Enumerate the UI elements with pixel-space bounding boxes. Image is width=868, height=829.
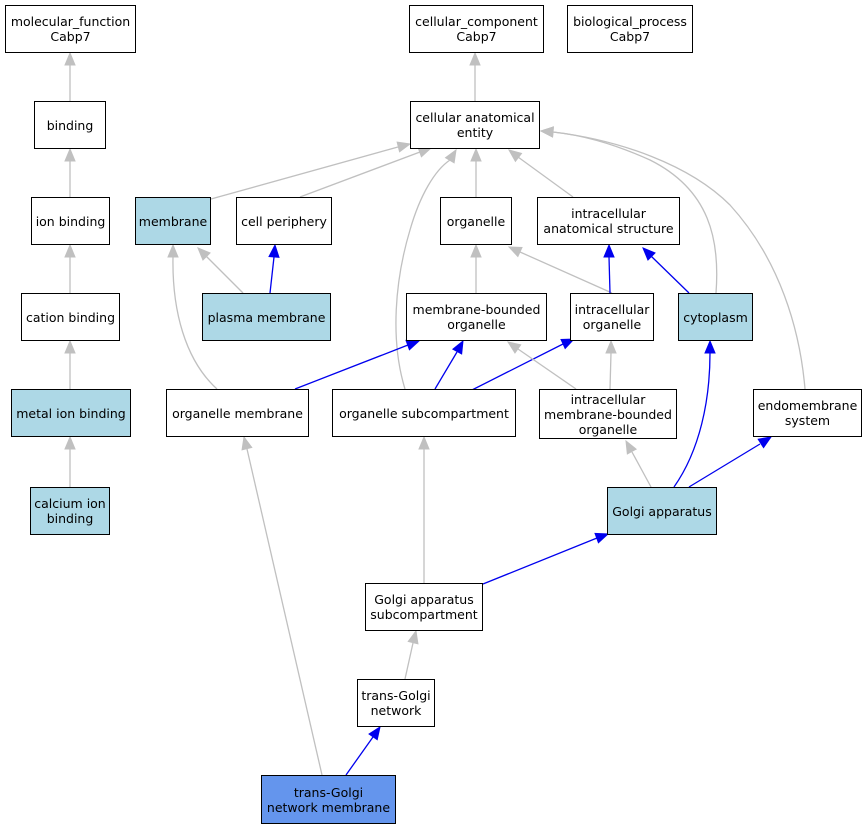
edge-endo-to-cae	[539, 126, 806, 390]
edge-pm-to-cellper	[268, 243, 280, 294]
node-calcium-ion-binding[interactable]: calcium ion binding	[30, 487, 110, 535]
edge-ionb-to-binding	[64, 147, 76, 197]
edge-tgnm-to-tgn	[345, 725, 381, 776]
node-endomembrane-system[interactable]: endomembrane system	[753, 389, 862, 437]
edge-cationb-to-ionb	[64, 243, 76, 293]
node-cell-periphery[interactable]: cell periphery	[236, 197, 332, 245]
edge-layer	[64, 51, 806, 776]
node-organelle-subcompartment[interactable]: organelle subcompartment	[332, 389, 516, 437]
edge-orgmem-to-membrane	[167, 243, 218, 390]
node-metal-ion-binding[interactable]: metal ion binding	[11, 389, 131, 437]
node-ion-binding[interactable]: ion binding	[31, 197, 110, 245]
node-organelle[interactable]: organelle	[440, 197, 512, 245]
node-membrane[interactable]: membrane	[135, 197, 211, 245]
edge-pm-to-membrane	[197, 247, 244, 294]
edge-gas-to-golgi	[482, 532, 610, 585]
node-cellular-anatomical-entity[interactable]: cellular anatomical entity	[410, 101, 540, 149]
edge-binding-to-mf	[64, 51, 76, 101]
edge-io-to-organelle	[507, 246, 613, 294]
node-trans-golgi-network-membrane[interactable]: trans-Golgi network membrane	[261, 775, 396, 824]
edge-cyto-to-ias	[642, 247, 690, 294]
node-cellular-component[interactable]: cellular_component Cabp7	[409, 5, 544, 53]
edge-tgnm-to-orgmem	[241, 435, 323, 776]
edge-imbo-to-io	[605, 339, 617, 390]
node-trans-golgi-network[interactable]: trans-Golgi network	[357, 679, 435, 727]
edge-golgi-to-endo	[688, 436, 773, 488]
edge-ias-to-cae	[507, 149, 574, 198]
edge-calb-to-metalb	[64, 435, 76, 487]
node-intracellular-anatomical-structure[interactable]: intracellular anatomical structure	[537, 197, 680, 245]
node-golgi-apparatus[interactable]: Golgi apparatus	[607, 487, 717, 535]
edge-metalb-to-cationb	[64, 339, 76, 389]
node-molecular-function[interactable]: molecular_function Cabp7	[5, 5, 136, 53]
edge-golgi-to-imbo	[625, 439, 652, 488]
edge-cae-to-cc	[469, 51, 481, 101]
node-organelle-membrane[interactable]: organelle membrane	[166, 389, 309, 437]
edge-imbo-to-mbo	[506, 341, 577, 390]
edge-io-to-ias	[603, 243, 615, 294]
edge-orgmem-to-mbo	[294, 339, 421, 390]
edge-tgn-to-gas	[404, 629, 419, 680]
edge-gas-to-orgsub	[418, 435, 430, 583]
node-plasma-membrane[interactable]: plasma membrane	[202, 293, 331, 341]
edge-organelle-to-cae	[470, 147, 482, 197]
node-intracellular-organelle[interactable]: intracellular organelle	[570, 293, 654, 341]
node-intracellular-membrane-bounded-organelle[interactable]: intracellular membrane-bounded organelle	[539, 389, 677, 439]
edge-orgsub-to-cae	[395, 148, 457, 390]
node-membrane-bounded-organelle[interactable]: membrane-bounded organelle	[406, 293, 547, 341]
edge-mbo-to-organelle	[470, 243, 482, 293]
node-biological-process[interactable]: biological_process Cabp7	[567, 5, 693, 53]
node-binding[interactable]: binding	[34, 101, 106, 149]
node-cation-binding[interactable]: cation binding	[21, 293, 120, 341]
node-golgi-apparatus-subcompartment[interactable]: Golgi apparatus subcompartment	[365, 583, 483, 631]
edge-orgsub-to-mbo	[434, 339, 464, 390]
edge-orgsub-to-io	[469, 338, 576, 392]
edge-cellper-to-cae	[299, 146, 433, 198]
node-cytoplasm[interactable]: cytoplasm	[678, 293, 753, 341]
edge-membrane-to-cae	[210, 141, 412, 200]
edge-golgi-to-cyto	[673, 339, 716, 488]
